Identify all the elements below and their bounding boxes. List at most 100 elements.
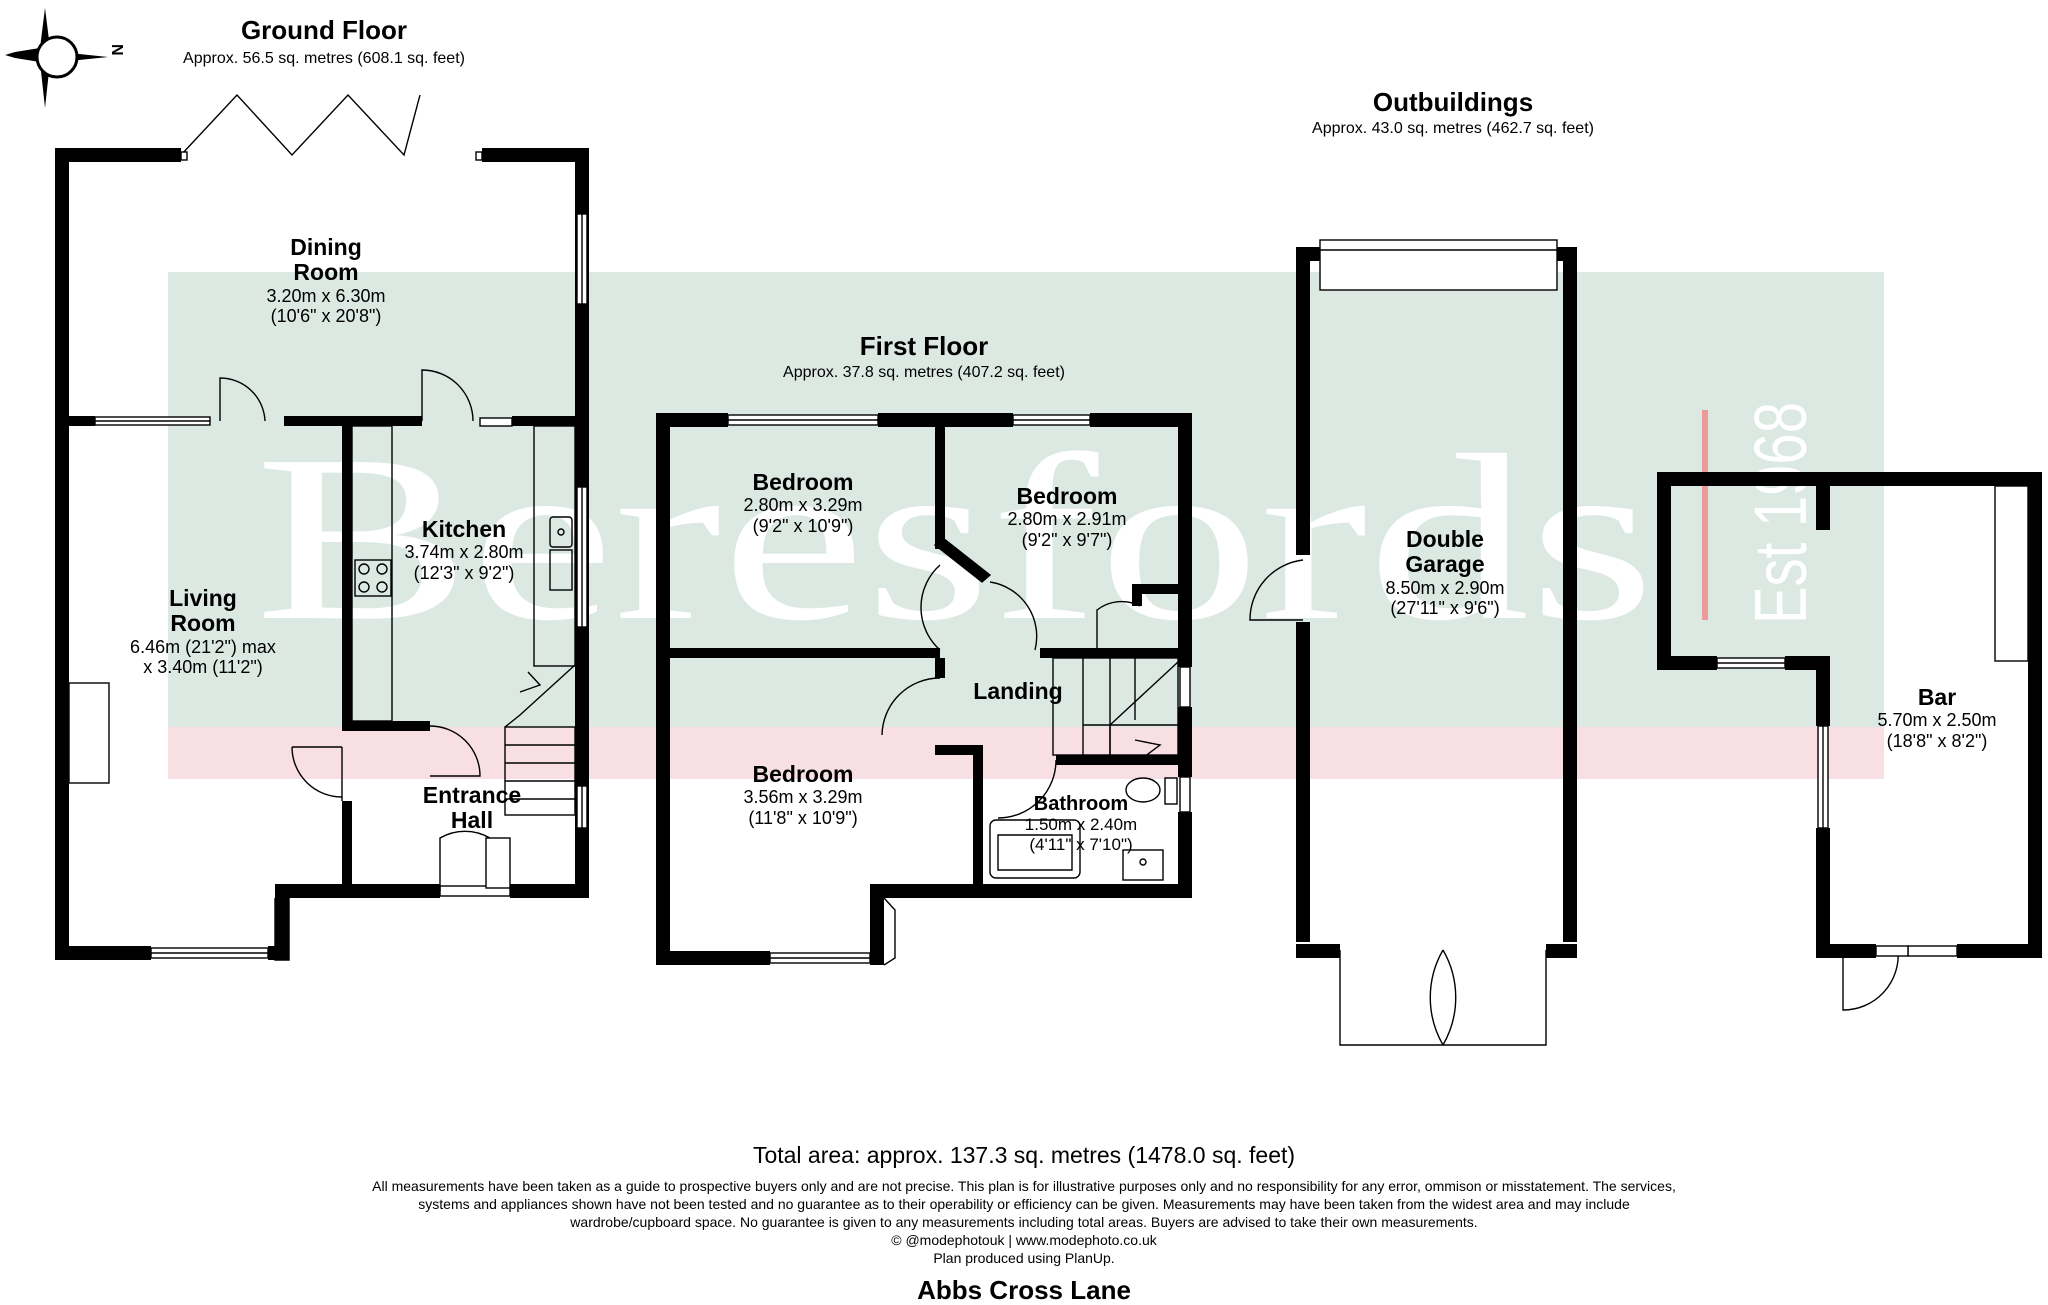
toilet [1125, 777, 1161, 803]
door-jamb [475, 151, 483, 161]
wall [1557, 247, 1577, 261]
door-swing [421, 369, 474, 422]
wall [1657, 472, 2042, 486]
wall [510, 884, 589, 898]
ground-floor-area: Approx. 56.5 sq. metres (608.1 sq. feet) [183, 50, 465, 67]
stair-arrow [504, 664, 576, 728]
window [1179, 776, 1191, 813]
watermark-band-green [168, 272, 1884, 727]
front-door-panel [485, 837, 511, 889]
wall [1563, 247, 1577, 942]
wall [1132, 584, 1142, 606]
garage-up-and-over-door [1319, 239, 1558, 291]
room-name: Bar [1917, 684, 1957, 710]
room-dimensions: 3.20m x 6.30m [266, 285, 386, 306]
room-name: Bedroom [752, 761, 854, 787]
room-label-bedroom-3: Bedroom 3.56m x 3.29m (11'8" x 10'9") [743, 761, 863, 829]
wall [55, 148, 181, 162]
basin-tap [1139, 858, 1147, 866]
wall [1657, 472, 1671, 670]
stair-arrow [1134, 739, 1162, 761]
wall [275, 884, 289, 960]
watermark-divider [1702, 410, 1708, 620]
window [1907, 945, 1958, 957]
room-dimensions: (11'8" x 10'9") [748, 807, 858, 828]
door-swing [291, 746, 343, 798]
total-area: Total area: approx. 137.3 sq. metres (14… [752, 1142, 1296, 1168]
wall [656, 413, 728, 427]
room-dimensions: x 3.40m (11'2") [143, 657, 263, 678]
wall [1657, 656, 1717, 670]
ground-floor-fixtures [68, 93, 588, 961]
room-dimensions: 8.50m x 2.90m [1385, 577, 1505, 598]
software-credit: Plan produced using PlanUp. [933, 1250, 1115, 1266]
wall [342, 721, 430, 731]
bathtub-inner [997, 834, 1073, 871]
room-name: Entrance [422, 782, 522, 808]
fireplace [68, 682, 110, 784]
hob-ring [358, 563, 370, 575]
outbuildings-title: Outbuildings [1372, 87, 1534, 117]
double-door-swing [1429, 949, 1547, 1046]
room-dimensions: 1.50m x 2.40m [1024, 815, 1138, 834]
worktop [351, 425, 393, 722]
door-swing [1842, 949, 1899, 1011]
wall [55, 416, 95, 426]
room-name: Kitchen [421, 516, 507, 542]
bathtub [989, 819, 1081, 879]
room-name: Bedroom [752, 469, 854, 495]
wall [482, 148, 589, 162]
door-swing [997, 759, 1057, 819]
bar-fixtures [1716, 485, 2029, 1011]
bay-window [274, 898, 290, 961]
room-name: Room [293, 259, 359, 286]
wall [342, 801, 352, 898]
room-dimensions: 2.80m x 2.91m [1007, 509, 1127, 530]
photo-credit: © @modephotouk | www.modephoto.co.uk [891, 1232, 1157, 1248]
wall [275, 884, 440, 898]
stair-arrow [1109, 661, 1179, 755]
wall [1090, 413, 1192, 427]
door-swing [1249, 559, 1304, 621]
wall [1178, 413, 1192, 667]
wall [1296, 247, 1310, 555]
room-dimensions: 3.56m x 3.29m [743, 787, 863, 808]
room-label-bathroom: Bathroom 1.50m x 2.40m (4'11" x 7'10") [1025, 793, 1137, 854]
first-floor-fixtures [727, 414, 1191, 966]
sink [549, 516, 573, 548]
door-swing [429, 725, 481, 777]
room-name: Double [1406, 526, 1484, 552]
wall [656, 413, 670, 965]
watermark-band-pink [168, 727, 1884, 779]
room-name: Garage [1405, 551, 1485, 578]
disclaimer-line: systems and appliances shown have not be… [418, 1196, 1630, 1212]
wall [935, 658, 945, 678]
wall [342, 416, 352, 726]
room-label-dining: Dining Room 3.20m x 6.30m (10'6" x 20'8"… [266, 234, 386, 327]
watermark-brand: Beresfords [255, 407, 1655, 670]
wall [656, 951, 770, 965]
wall [1132, 584, 1178, 594]
window [1179, 666, 1191, 708]
room-name: Bathroom [1033, 793, 1129, 815]
room-dimensions: (12'3" x 9'2") [413, 562, 515, 583]
watermark-est: Est 1968 [1739, 402, 1822, 624]
room-dimensions: 2.80m x 3.29m [743, 495, 863, 516]
worktop [533, 425, 576, 667]
room-name: Dining [290, 234, 362, 260]
door-swing [989, 581, 1038, 651]
wall [1296, 622, 1310, 942]
toilet-cistern [1164, 777, 1178, 805]
room-label-kitchen: Kitchen 3.74m x 2.80m (12'3" x 9'2") [404, 516, 523, 584]
wall [670, 648, 940, 658]
first-floor-plan [656, 413, 1192, 965]
room-dimensions: 6.46m (21'2") max [130, 636, 276, 657]
wall [1178, 812, 1192, 898]
room-label-landing: Landing [973, 678, 1062, 704]
wall [55, 148, 69, 960]
disclaimer-line: wardrobe/cupboard space. No guarantee is… [570, 1214, 1478, 1230]
compass-north-label: N [108, 44, 125, 56]
wall [1816, 944, 1876, 958]
door-swing [219, 377, 266, 422]
